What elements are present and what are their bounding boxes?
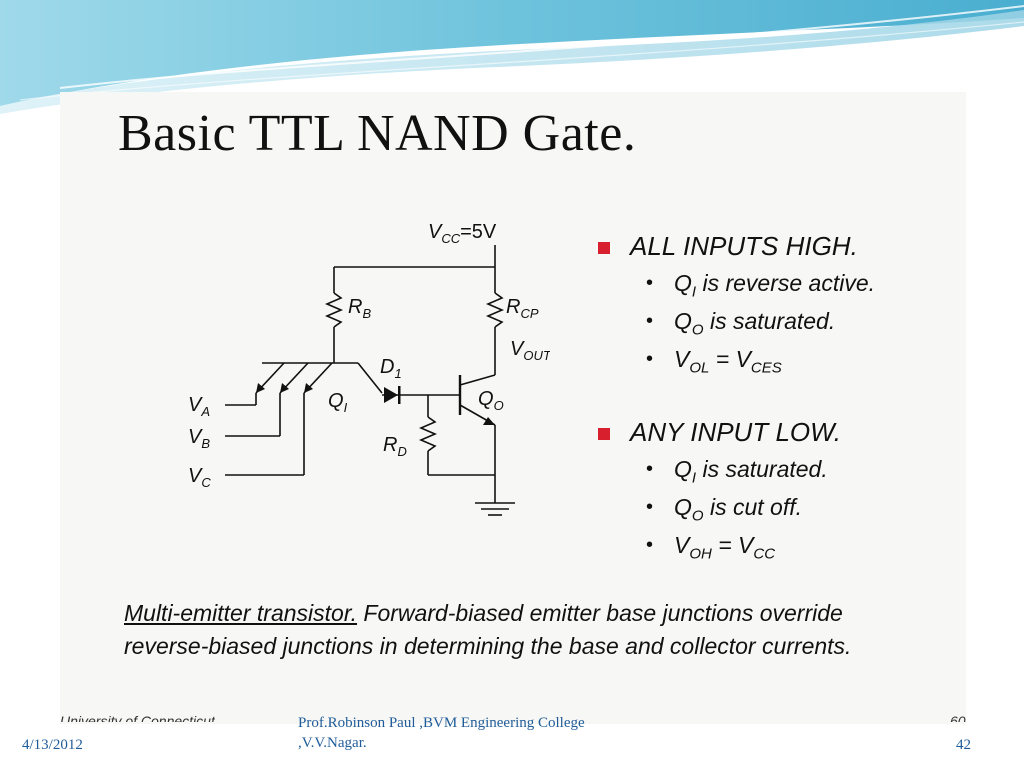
- ttl-nand-circuit: VCC=5V RB RCP VOUT D1 QI QO RD VA VB VC: [188, 221, 550, 516]
- bullet-dot-icon: •: [646, 496, 654, 518]
- section-any-input-low: ANY INPUT LOW.: [596, 414, 956, 454]
- footer-date: 4/13/2012: [22, 737, 83, 753]
- embedded-footer-right: 60: [950, 713, 966, 722]
- caption-body: Forward-biased emitter base junctions ov…: [124, 600, 852, 659]
- rb-label: RB: [348, 296, 371, 321]
- d1-diode: [384, 387, 398, 403]
- vb-label: VB: [188, 426, 210, 451]
- list-item-text: QO is saturated.: [674, 308, 836, 339]
- emitter-c-arrow: [304, 383, 313, 393]
- caption-underlined: Multi-emitter transistor.: [124, 600, 358, 626]
- bullet-dot-icon: •: [646, 348, 654, 370]
- rb-resistor: [324, 292, 344, 328]
- list-item-text: QO is cut off.: [674, 494, 802, 525]
- qo-emitter-arrow: [483, 417, 495, 425]
- section-heading: ALL INPUTS HIGH.: [630, 231, 858, 261]
- qo-label: QO: [478, 388, 504, 413]
- list-item-text: QI is reverse active.: [674, 270, 876, 301]
- header-swoosh-decoration: [0, 0, 1024, 114]
- red-square-bullet-icon: [598, 428, 610, 440]
- rcp-resistor: [485, 292, 505, 328]
- bullet-dot-icon: •: [646, 458, 654, 480]
- list-item: • QO is saturated.: [596, 306, 956, 344]
- list-item: • VOL = VCES: [596, 344, 956, 382]
- list-item: • VOH = VCC: [596, 530, 956, 568]
- slide-image: [60, 92, 966, 724]
- emitter-a-arrow: [256, 383, 265, 393]
- list-item-text: QI is saturated.: [674, 456, 828, 487]
- list-item-text: VOL = VCES: [674, 346, 782, 377]
- bullet-dot-icon: •: [646, 534, 654, 556]
- d1-diode-bar: [398, 386, 401, 404]
- qo-collector: [459, 374, 496, 386]
- list-item: • QI is saturated.: [596, 454, 956, 492]
- embedded-footer-left: University of Connecticut: [60, 713, 215, 722]
- list-item: • QO is cut off.: [596, 492, 956, 530]
- footer-page-number: 42: [956, 737, 971, 753]
- red-square-bullet-icon: [598, 242, 610, 254]
- d1-label: D1: [380, 356, 402, 381]
- slide-title: Basic TTL NAND Gate.: [118, 105, 637, 162]
- vc-label: VC: [188, 465, 211, 490]
- section-all-inputs-high: ALL INPUTS HIGH.: [596, 228, 956, 268]
- qi-collector: [357, 362, 383, 394]
- vcc-label: VCC=5V: [428, 221, 497, 246]
- bullet-list: ALL INPUTS HIGH. • QI is reverse active.…: [596, 228, 956, 568]
- list-item: • QI is reverse active.: [596, 268, 956, 306]
- rcp-label: RCP: [506, 296, 539, 321]
- qi-label: QI: [328, 390, 348, 415]
- bullet-dot-icon: •: [646, 272, 654, 294]
- rd-label: RD: [383, 434, 407, 459]
- vout-label: VOUT: [510, 338, 550, 363]
- footer-author-line1: Prof.Robinson Paul ,BVM Engineering Coll…: [298, 715, 585, 731]
- footer-author-line2: ,V.V.Nagar.: [298, 735, 367, 751]
- caption-text: Multi-emitter transistor. Forward-biased…: [124, 597, 904, 662]
- list-item-text: VOH = VCC: [674, 532, 776, 563]
- footer-author: Prof.Robinson Paul ,BVM Engineering Coll…: [298, 713, 585, 753]
- va-label: VA: [188, 394, 210, 419]
- bullet-dot-icon: •: [646, 310, 654, 332]
- emitter-b-arrow: [280, 383, 289, 393]
- rd-resistor: [418, 416, 438, 452]
- section-heading: ANY INPUT LOW.: [630, 417, 841, 447]
